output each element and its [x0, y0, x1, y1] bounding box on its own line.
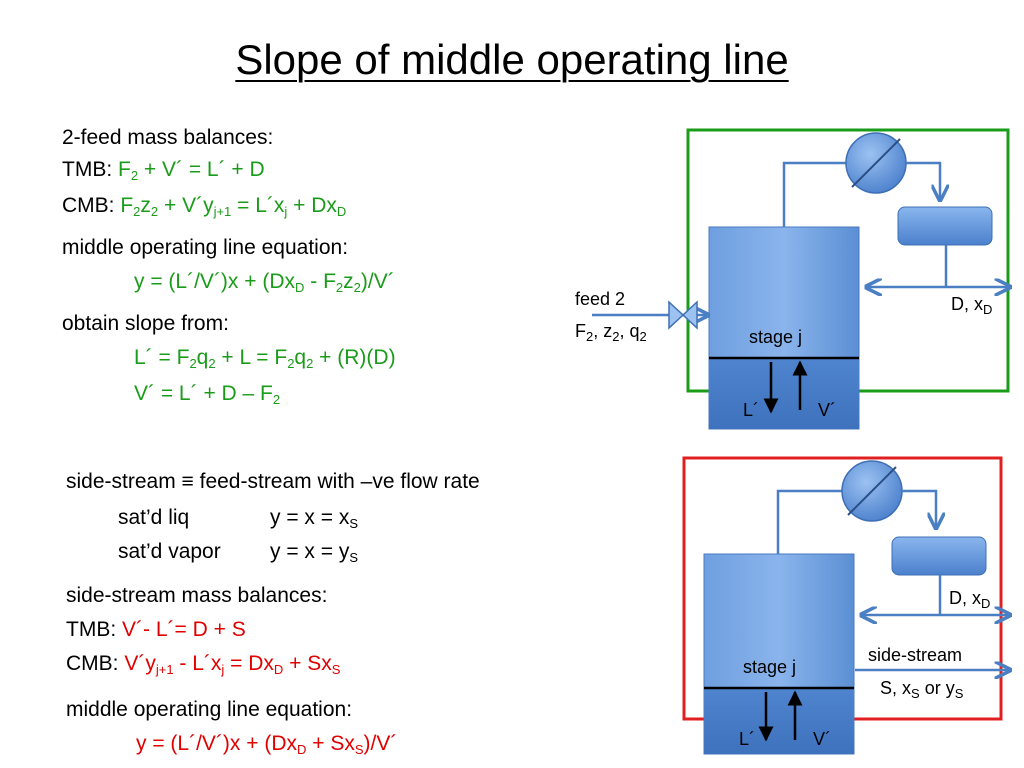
side-stream-definition: side-stream ≡ feed-stream with –ve flow …: [66, 470, 480, 493]
side-stream-composition-label: S, xS or yS: [880, 678, 964, 701]
tmb-equation-top: TMB: F2 + V´ = L´ + D: [62, 158, 265, 182]
condenser-slash: [851, 138, 901, 188]
reflux-drum-icon: [891, 536, 987, 576]
column-bottom-section: [704, 688, 854, 754]
cmb-formula: V´yj+1 - L´xj = DxD + SxS: [124, 652, 341, 677]
l-prime-label-top: L´: [743, 400, 760, 420]
mol-equation-top: y = (L´/V´)x + (DxD - F2z2)/V´: [134, 270, 395, 295]
feed-valve-icon: [668, 300, 698, 330]
stage-label-top: stage j: [749, 327, 803, 347]
cmb-label: CMB:: [66, 652, 125, 675]
column-bottom-section: [709, 358, 859, 429]
top-diagram: [592, 128, 1010, 430]
feed-label: feed 2: [575, 289, 626, 309]
condensate-line: [902, 489, 936, 528]
page-title: Slope of middle operating line: [235, 36, 789, 83]
l-prime-label-bottom: L´: [739, 729, 756, 749]
side-stream-label: side-stream: [868, 645, 963, 665]
side-stream-balances-heading: side-stream mass balances:: [66, 584, 328, 607]
v-prime-label-bottom: V´: [813, 729, 831, 749]
mol-heading-top: middle operating line equation:: [62, 236, 349, 259]
tmb-label: TMB:: [66, 618, 122, 641]
satd-vapor-label: sat’d vapor: [118, 540, 221, 563]
v-prime-label-top: V´: [818, 400, 836, 420]
distillate-label-top: D, xD: [951, 294, 993, 317]
reflux-drum-icon: [897, 206, 993, 246]
tmb-label: TMB:: [62, 158, 118, 181]
slope-heading: obtain slope from:: [62, 312, 229, 335]
feed-composition-label: F2, z2, q2: [575, 321, 647, 344]
condensate-line: [906, 161, 940, 200]
stage-label-bottom: stage j: [743, 657, 797, 677]
mol-heading-bottom: middle operating line equation:: [66, 698, 353, 721]
satd-liq-equation: y = x = xS: [270, 506, 359, 531]
tmb-formula: V´- L´= D + S: [122, 618, 246, 641]
two-feed-heading: 2-feed mass balances:: [62, 126, 274, 149]
cmb-equation-bottom: CMB: V´yj+1 - L´xj = DxD + SxS: [66, 652, 340, 676]
cmb-formula: F2z2 + V´yj+1 = L´xj + DxD: [120, 194, 347, 219]
tmb-equation-bottom: TMB: V´- L´= D + S: [66, 618, 246, 642]
v-prime-equation: V´ = L´ + D – F2: [134, 382, 281, 407]
overhead-vapor-line: [776, 489, 842, 554]
l-prime-equation: L´ = F2q2 + L = F2q2 + (R)(D): [134, 346, 396, 371]
distillate-label-bottom: D, xD: [949, 588, 991, 611]
tmb-formula: F2 + V´ = L´ + D: [118, 158, 265, 183]
bottom-diagram: [682, 456, 1010, 755]
overhead-vapor-line: [782, 161, 846, 227]
satd-liq-label: sat’d liq: [118, 506, 190, 529]
mol-equation-bottom: y = (L´/V´)x + (DxD + SxS)/V´: [136, 732, 398, 757]
condenser-slash: [847, 466, 897, 516]
cmb-label: CMB:: [62, 194, 121, 217]
satd-vapor-equation: y = x = yS: [270, 540, 359, 565]
cmb-equation-top: CMB: F2z2 + V´yj+1 = L´xj + DxD: [62, 194, 346, 218]
